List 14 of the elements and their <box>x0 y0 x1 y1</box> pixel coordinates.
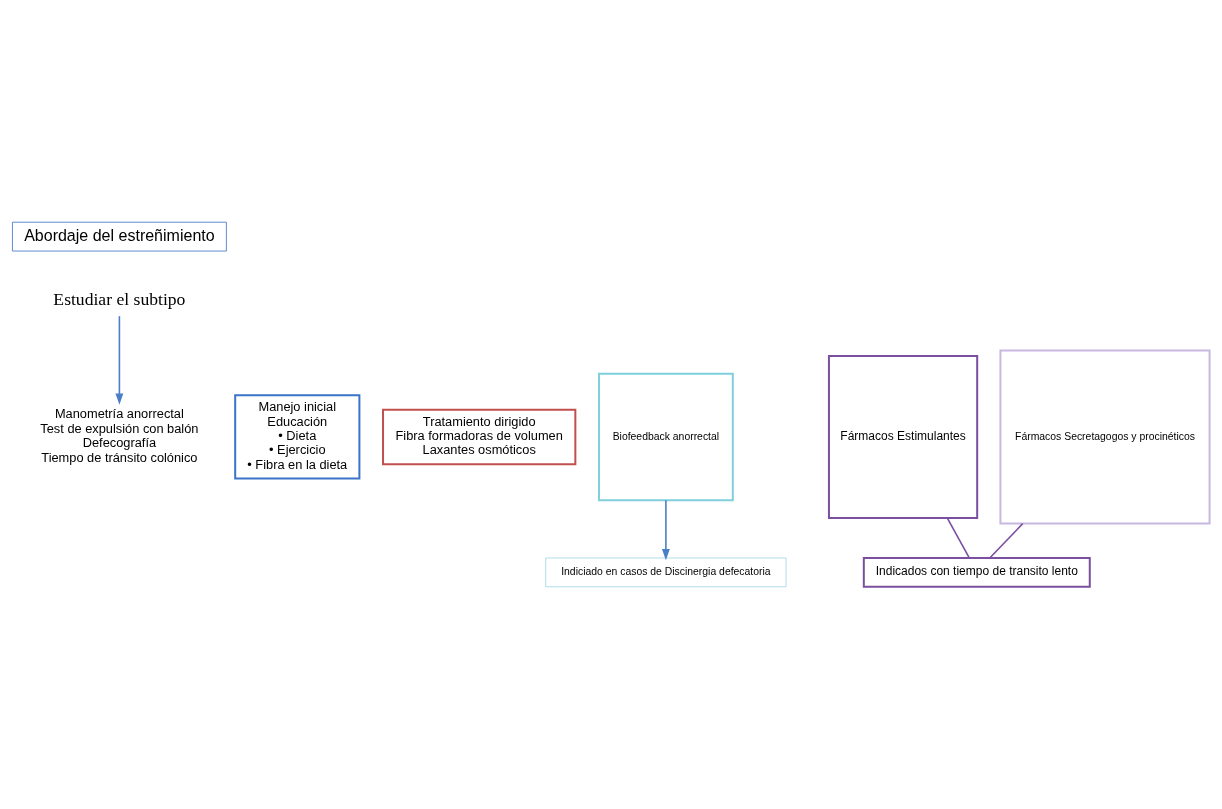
node-box: Biofeedback anorrectal <box>598 372 734 502</box>
arrow <box>661 499 670 561</box>
arrow <box>115 315 124 405</box>
node-box: Fármacos Estimulantes <box>827 355 979 519</box>
connector <box>989 522 1024 559</box>
node-text: Estudiar el subtipo <box>53 289 186 310</box>
node-box: Fármacos Secretagogos y procinéticos <box>999 349 1211 525</box>
node-box: Manejo inicial Educación • Dieta • Ejercicio • Fibra en la dieta <box>234 394 361 480</box>
node-box: Indiciado en casos de Discinergia defecatoria <box>545 557 787 588</box>
node-box: Abordaje del estreñimiento <box>12 221 227 252</box>
node-box: Tratamiento dirigido Fibra formadoras de volumen Laxantes osmóticos <box>382 408 577 466</box>
connector <box>946 517 971 559</box>
node-box: Indicados con tiempo de transito lento <box>862 556 1091 588</box>
node-text: Manometría anorrectal Test de expulsión con balón Defecografía Tiempo de tránsito colónico <box>40 406 199 465</box>
